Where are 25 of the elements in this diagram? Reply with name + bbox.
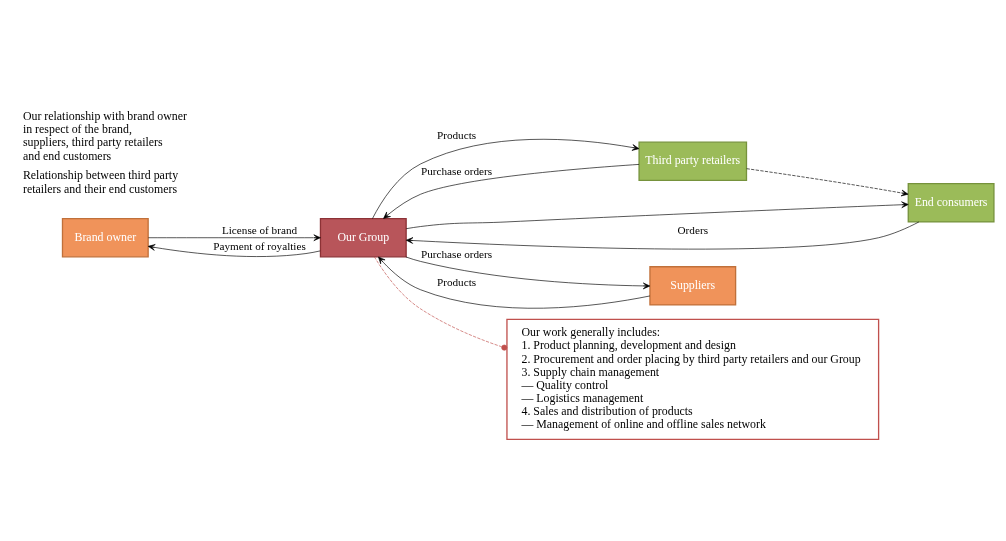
edge-label: Purchase orders: [420, 247, 493, 260]
legend-label: Relationship between third party retailers and their end customers: [22, 167, 179, 196]
node-box: End consumers: [907, 182, 995, 223]
legend-label: Our relationship with brand owner in respect of the brand, suppliers, third party retailers and end customers: [22, 108, 187, 163]
node-box: Our Group: [319, 217, 407, 257]
arrow: [383, 163, 640, 219]
edge-label: Orders: [677, 223, 709, 236]
arrow: [405, 256, 651, 289]
node-box: Third party retailers: [638, 141, 748, 181]
arrow: [378, 256, 651, 308]
edge-label: License of brand: [221, 223, 298, 236]
edge-label: Products: [436, 275, 477, 288]
edge-label: Products: [436, 128, 477, 141]
node-box: Our work generally includes: 1. Product planning, development and design 2. Procurement and order placing by third party retailers and our Group 3. Supply chain management — Quality control — Logistics management 4. Sales and distribution of products — Management of online and offline sales network: [506, 318, 880, 440]
arrow: [405, 200, 909, 229]
edge-label: Purchase orders: [420, 164, 493, 177]
arrow: [405, 221, 920, 249]
edge-label: Payment of royalties: [213, 239, 306, 252]
node-box: Brand owner: [61, 217, 149, 257]
connector: [374, 256, 508, 351]
arrow: [746, 167, 909, 196]
node-box: Suppliers: [649, 265, 737, 306]
arrow: [147, 243, 321, 257]
arrow: [372, 138, 640, 219]
arrow: [148, 233, 321, 241]
